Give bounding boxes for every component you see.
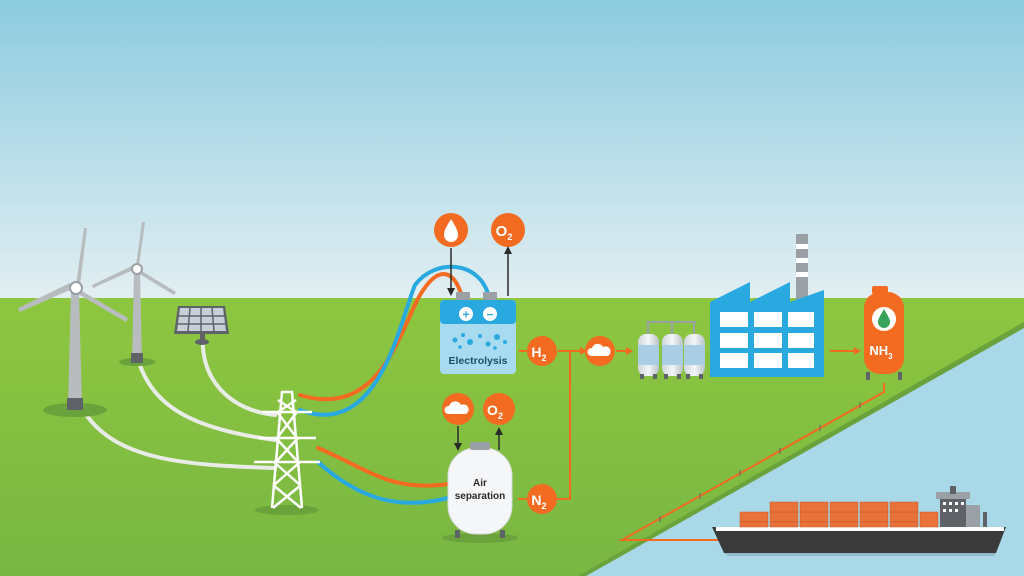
air-input <box>442 393 474 451</box>
air-separation-label-line2: separation <box>455 491 506 502</box>
plus-sign: + <box>462 308 469 322</box>
o2-subscript: 2 <box>507 232 512 242</box>
ship-bridge <box>936 486 987 527</box>
sky <box>0 0 1024 302</box>
oxygen-output-electrolysis: O2 <box>491 213 525 296</box>
h2-subscript: 2 <box>542 353 547 363</box>
electrolysis-unit: + − Electrolysis <box>440 292 516 374</box>
synthesis-tanks <box>638 321 705 379</box>
o2-label: O <box>496 223 508 240</box>
electricity-pylon <box>254 390 320 515</box>
o2-badge-air-separation <box>483 393 515 425</box>
minus-terminal <box>483 307 497 321</box>
hydrogen-flow: H2 <box>519 336 633 366</box>
electrolysis-label: Electrolysis <box>449 355 508 367</box>
ammonia-flow-arrow <box>830 347 861 355</box>
svg-text:H2: H2 <box>531 344 546 363</box>
water-input <box>434 213 468 296</box>
liquid-drop-icon <box>878 309 890 328</box>
h2-label: H <box>531 344 541 360</box>
ammonia-storage-tank: NH3 <box>864 286 904 380</box>
power-cables <box>78 333 277 470</box>
svg-text:O2: O2 <box>496 223 513 242</box>
cargo-ship <box>712 486 1006 556</box>
cloud-icon <box>587 343 611 356</box>
tank-3 <box>684 334 705 379</box>
plus-terminal <box>459 307 473 321</box>
svg-text:O2: O2 <box>487 402 503 421</box>
water-shore <box>578 322 1024 576</box>
svg-text:NH3: NH3 <box>869 343 893 361</box>
nh3-subscript: 3 <box>888 352 893 361</box>
air-separation-label-line1: Air <box>473 478 487 489</box>
oxygen-output-air-separation: O2 <box>483 393 515 450</box>
o2-badge-electrolysis <box>491 213 525 247</box>
tank-2 <box>662 334 683 379</box>
tank-1 <box>638 334 659 379</box>
export-pipeline <box>618 383 885 541</box>
minus-sign: − <box>486 308 493 322</box>
svg-text:N2: N2 <box>531 492 546 511</box>
ammonia-factory <box>710 234 824 377</box>
wind-turbine-large <box>18 228 128 417</box>
air-separation-unit: Air separation <box>442 442 518 543</box>
water-drop-icon <box>444 219 458 242</box>
wind-turbine-small <box>92 222 176 366</box>
nitrogen-flow: N2 <box>518 351 571 514</box>
n2-subscript: 2 <box>542 501 547 511</box>
bubbles <box>452 333 507 350</box>
solar-panel <box>174 306 229 345</box>
h2-badge <box>527 336 557 366</box>
nh3-label: NH <box>869 343 888 358</box>
air-input-mixer <box>585 336 615 366</box>
n2-badge <box>527 484 557 514</box>
n2-label: N <box>531 492 541 508</box>
cloud-icon-air-separation <box>444 401 469 414</box>
